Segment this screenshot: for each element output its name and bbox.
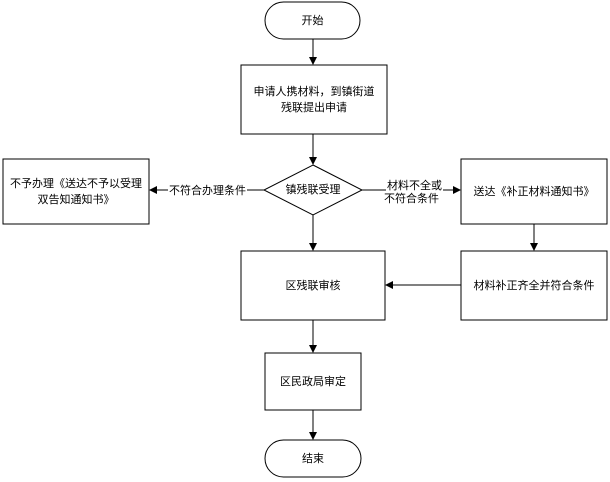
- reject-step: 不予办理《送达不予以受理双告知通知书》: [10, 176, 142, 206]
- district-review-step: 区残联审核: [285, 278, 341, 292]
- end-terminal-shape: [264, 439, 362, 478]
- end-terminal: 结束: [302, 451, 324, 465]
- edge-label-incomplete-line2: 不符合条件: [383, 192, 440, 205]
- supplement-done-box-shape: [460, 250, 608, 321]
- gov-approve-box-shape: [264, 352, 362, 411]
- supplement-notice-box-shape: [460, 158, 608, 225]
- apply-box-shape: [240, 64, 388, 135]
- apply-step: 申请人携材料，到镇街道残联提出申请: [253, 84, 375, 114]
- accept-decision: 镇残联受理: [285, 183, 341, 196]
- edge-label-incomplete-line1: 材料不全或: [386, 179, 443, 192]
- gov-approve-step: 区民政局审定: [280, 374, 346, 388]
- edge-label-not-qualified: 不符合办理条件: [168, 184, 247, 197]
- start-terminal: 开始: [301, 13, 324, 27]
- supplement-done-step: 材料补正齐全并符合条件: [473, 278, 595, 292]
- supplement-notice-step: 送达《补正材料通知书》: [473, 184, 595, 198]
